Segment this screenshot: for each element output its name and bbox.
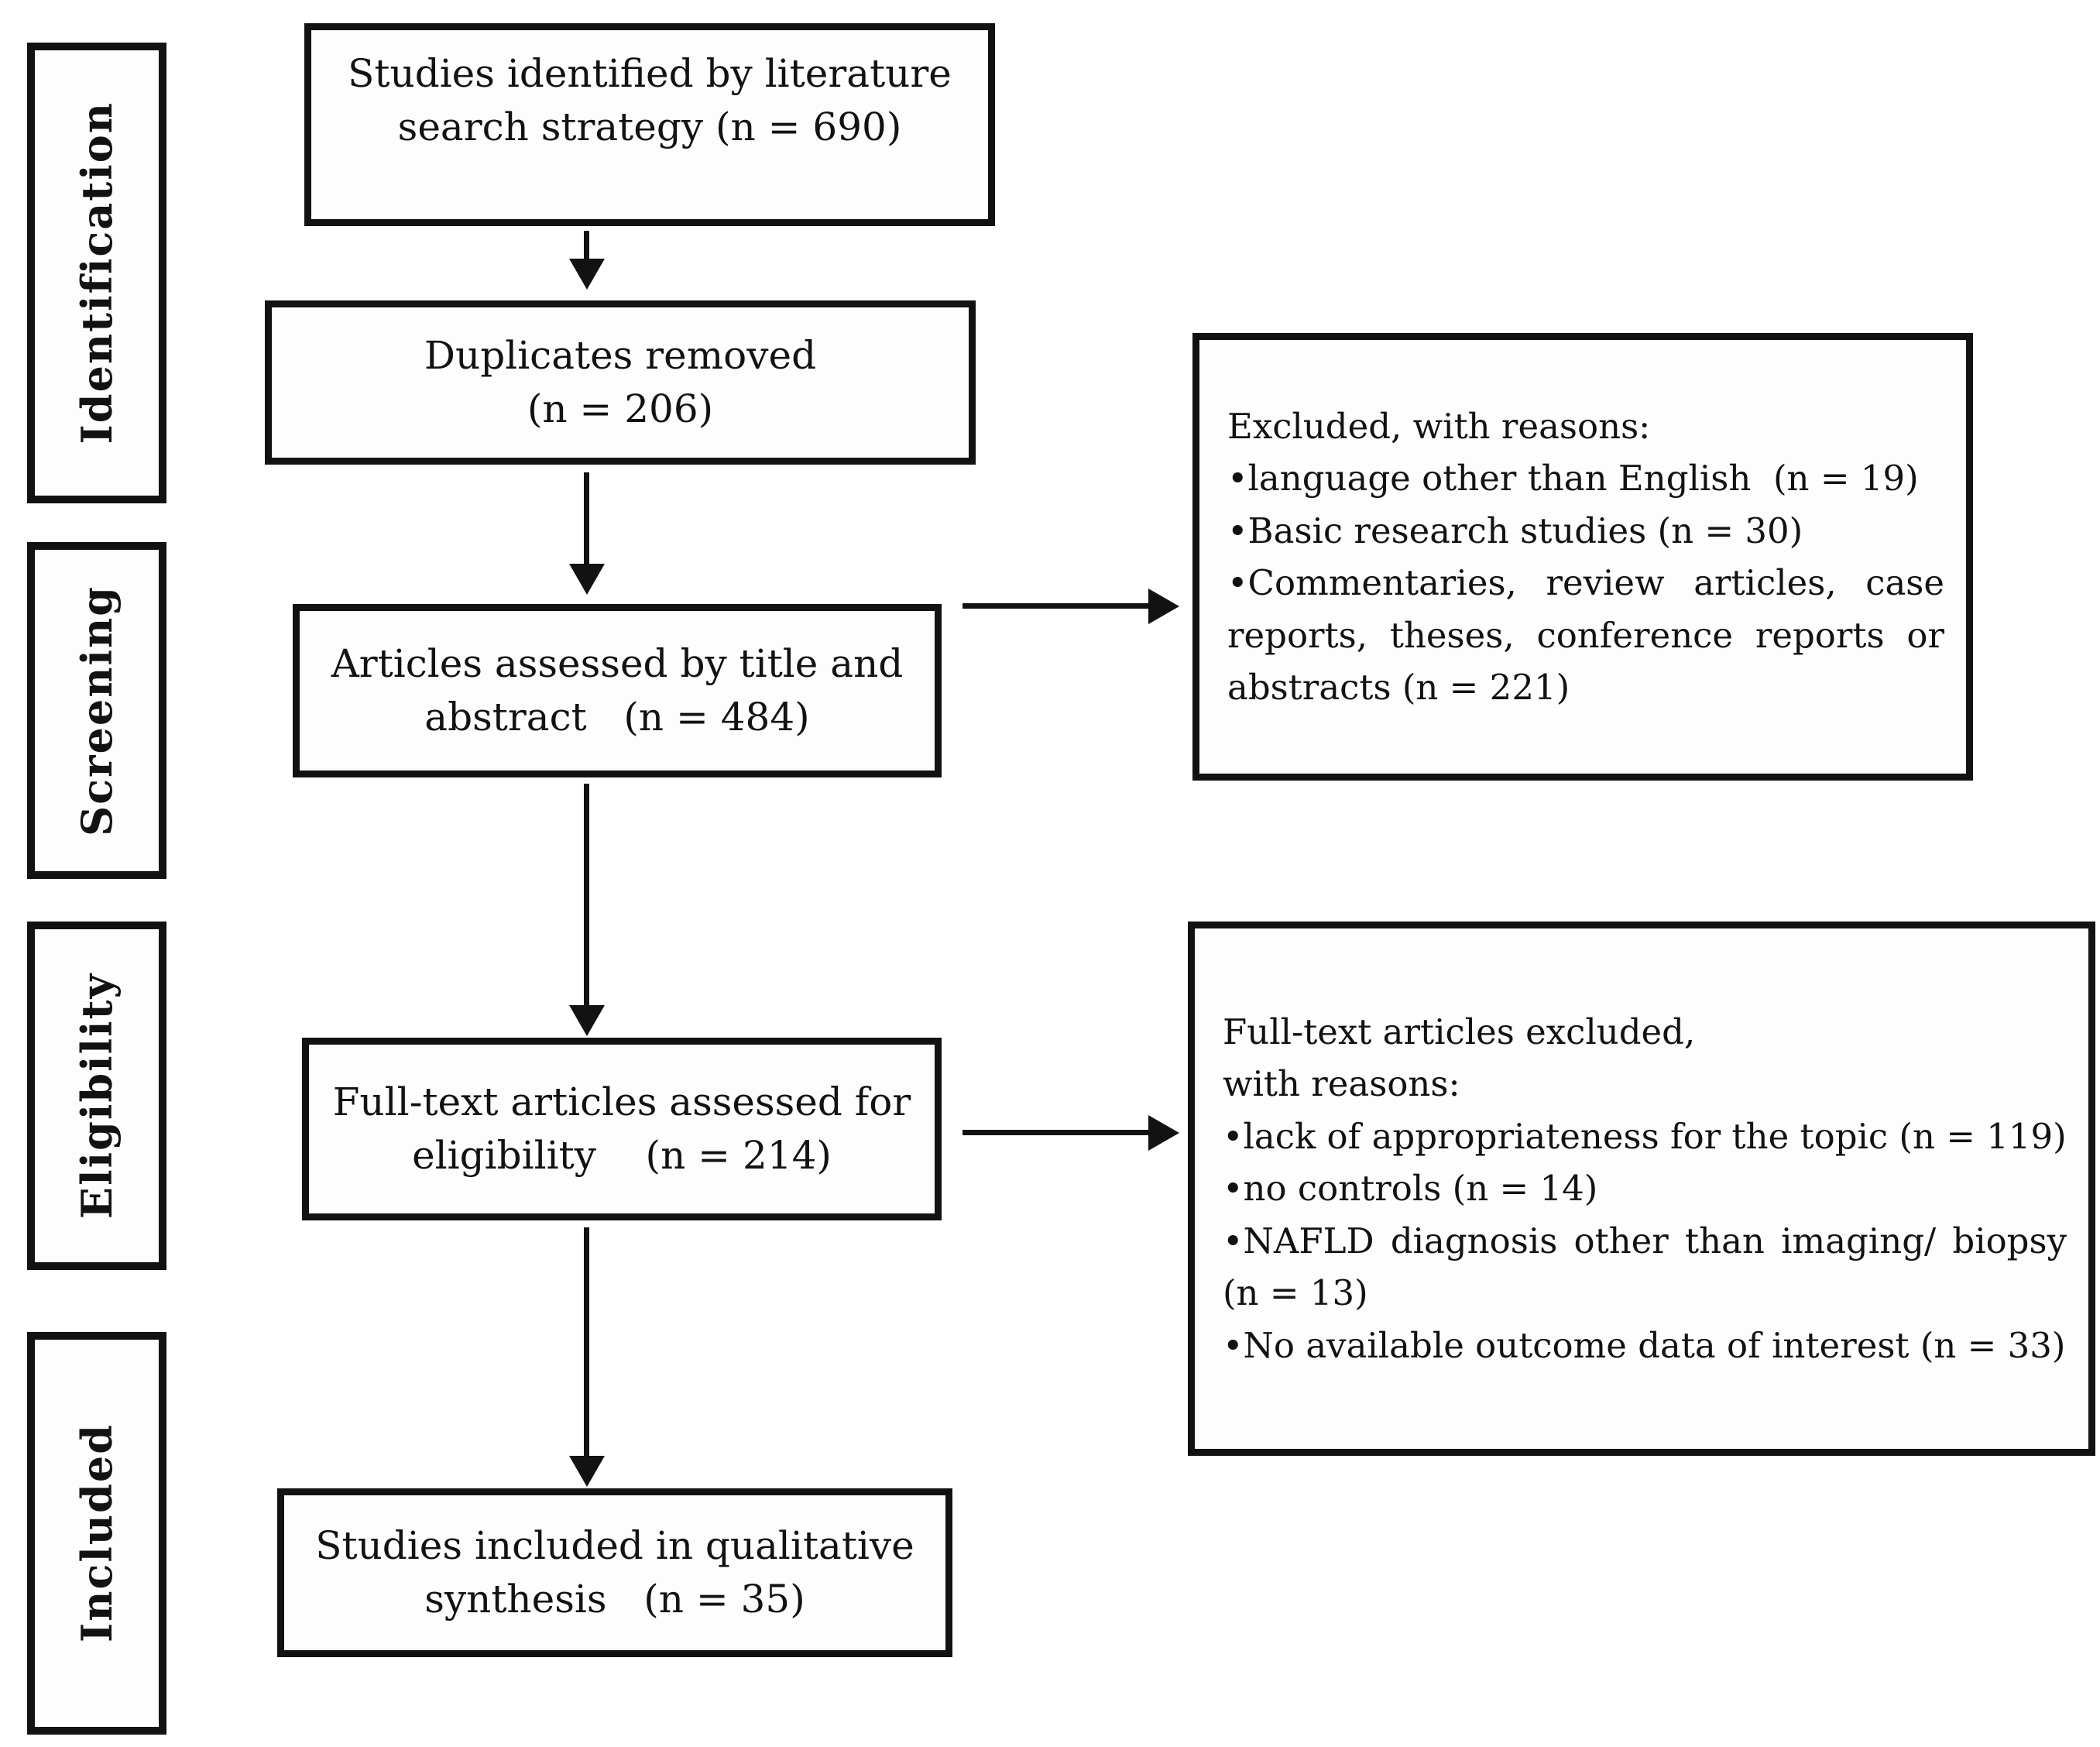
flow-box-studies-included: Studies included in qualitative synthesi…: [277, 1488, 952, 1657]
flow-box-text-line: abstract (n = 484): [424, 695, 810, 740]
exclusion-bullet: •no controls (n = 14): [1223, 1168, 1598, 1210]
flow-box-title-abstract-assessed: Articles assessed by title and abstract …: [293, 604, 942, 777]
down-arrow-icon: [584, 472, 589, 564]
flow-box-text-line: search strategy (n = 690): [397, 105, 902, 149]
exclusion-box-fulltext: Full-text articles excluded, with reason…: [1188, 922, 2095, 1456]
right-arrow-icon: [962, 1130, 1148, 1135]
stage-label-identification: Identification: [72, 101, 122, 444]
exclusion-box-screening: Excluded, with reasons: •language other …: [1192, 333, 1973, 781]
stage-label-screening: Screening: [72, 585, 122, 836]
flow-box-text-line: Full-text articles assessed for: [332, 1079, 911, 1124]
flow-box-text-line: Duplicates removed: [424, 333, 817, 378]
flow-box-fulltext-assessed: Full-text articles assessed for eligibil…: [302, 1038, 942, 1220]
exclusion-bullet: •language other than English (n = 19): [1227, 458, 1919, 499]
exclusion-bullet: •No available outcome data of interest (…: [1223, 1324, 2066, 1366]
down-arrow-icon: [584, 231, 589, 259]
stage-label-included: Included: [72, 1423, 122, 1643]
flow-box-text-line: synthesis (n = 35): [424, 1577, 805, 1622]
flow-box-duplicates-removed: Duplicates removed (n = 206): [265, 300, 976, 465]
flow-box-text-line: Studies identified by literature: [348, 51, 952, 96]
exclusion-bullet: •NAFLD diagnosis other than imaging/ bio…: [1223, 1220, 2067, 1314]
flow-box-text-line: eligibility (n = 214): [412, 1133, 832, 1178]
stage-label-eligibility: Eligibility: [72, 972, 122, 1220]
flow-box-text-line: Studies included in qualitative: [315, 1523, 914, 1568]
flow-box-text-line: Articles assessed by title and: [331, 641, 904, 686]
exclusion-bullet: •Basic research studies (n = 30): [1227, 510, 1803, 551]
flow-box-studies-identified: Studies identified by literature search …: [304, 23, 995, 226]
stage-box-included: Included: [27, 1332, 166, 1735]
down-arrow-icon: [584, 1227, 589, 1456]
exclusion-header: Excluded, with reasons:: [1227, 405, 1651, 447]
exclusion-bullet: •Commentaries, review articles, case rep…: [1227, 562, 1944, 708]
exclusion-bullet: •lack of appropriateness for the topic (…: [1223, 1115, 2067, 1157]
stage-box-eligibility: Eligibility: [27, 922, 166, 1270]
down-arrow-icon: [584, 784, 589, 1005]
stage-box-identification: Identification: [27, 43, 166, 503]
stage-box-screening: Screening: [27, 542, 166, 879]
right-arrow-icon: [962, 603, 1148, 609]
flow-box-text-line: (n = 206): [527, 386, 714, 431]
exclusion-header: Full-text articles excluded, with reason…: [1223, 1011, 1696, 1105]
